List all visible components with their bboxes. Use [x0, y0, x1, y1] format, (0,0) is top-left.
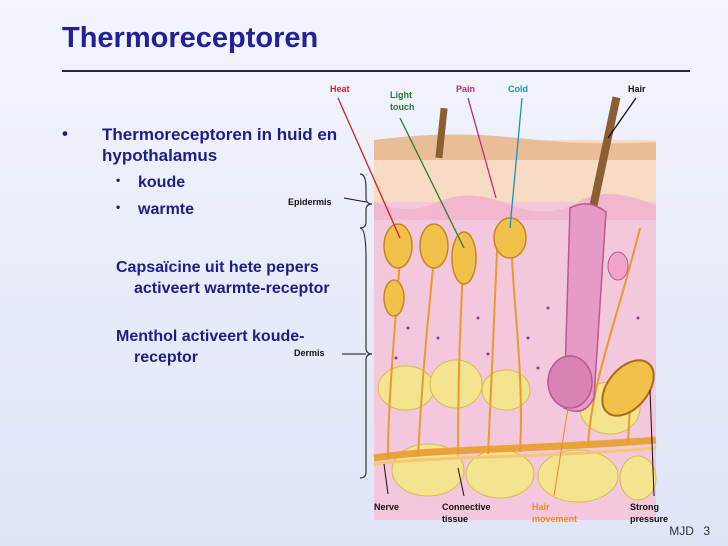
slide-title: Thermoreceptoren — [62, 22, 319, 54]
skin-surface — [374, 134, 656, 160]
nerve-fibers — [387, 227, 641, 459]
small-hair — [435, 107, 448, 159]
hair-bulb — [547, 355, 593, 409]
label-dermis: Dermis — [294, 348, 325, 358]
label-nerve: Nerve — [374, 502, 399, 512]
hair-movement-leader — [553, 407, 569, 497]
label-pain: Pain — [456, 84, 475, 94]
capsaicin-paragraph: Capsaïcine uit hete pepers activeert war… — [116, 259, 330, 297]
label-touch: touch — [390, 102, 415, 112]
pacinian-corpuscle — [601, 359, 655, 417]
label-strong: Strong — [630, 502, 659, 512]
label-hair-movement-1: Hair — [532, 502, 550, 512]
fat-lobules — [377, 359, 657, 503]
footer-author: MJD — [669, 524, 694, 538]
dermis-cells — [394, 306, 640, 370]
label-cold: Cold — [508, 84, 528, 94]
connective-tissue-leader — [457, 467, 465, 497]
receptor-corpuscles — [383, 217, 527, 317]
sebaceous-gland — [607, 251, 629, 281]
menthol-paragraph: Menthol activeert koude-receptor — [116, 328, 305, 366]
epidermis-leader — [343, 197, 367, 203]
bullet-dot: • — [116, 200, 121, 214]
skin-receptor-figure: Heat Light touch Pain Cold Hair Epidermi… — [288, 84, 668, 524]
label-heat: Heat — [330, 84, 350, 94]
footer-page-number: 3 — [703, 524, 710, 538]
bullet-dot: • — [62, 124, 68, 143]
pain-leader — [467, 97, 497, 199]
sub-bullet-text: warmte — [138, 201, 195, 218]
slide-footer: MJD 3 — [663, 524, 710, 538]
label-hair: Hair — [628, 84, 646, 94]
label-epidermis: Epidermis — [288, 197, 332, 207]
label-connective: Connective — [442, 502, 491, 512]
title-divider — [62, 70, 690, 72]
strong-pressure-leader — [649, 389, 655, 497]
label-pressure: pressure — [630, 514, 668, 524]
light-touch-leader — [399, 117, 465, 249]
epidermis-bracket — [359, 173, 373, 229]
heat-leader — [337, 97, 401, 239]
label-hair-movement-2: movement — [532, 514, 577, 524]
nerve-bundle — [373, 436, 657, 462]
cold-leader — [509, 97, 523, 229]
label-tissue: tissue — [442, 514, 468, 524]
sub-bullet-text: koude — [138, 174, 186, 191]
nerve-leader — [383, 463, 389, 495]
nerve-highlight — [373, 446, 657, 466]
main-bullet-text: Thermoreceptoren in huid en hypothalamus — [102, 125, 338, 165]
dermis-bracket — [359, 227, 373, 479]
bullet-dot: • — [116, 173, 121, 187]
hair-leader — [607, 97, 637, 139]
hair-shaft — [587, 96, 621, 216]
label-light: Light — [390, 90, 412, 100]
